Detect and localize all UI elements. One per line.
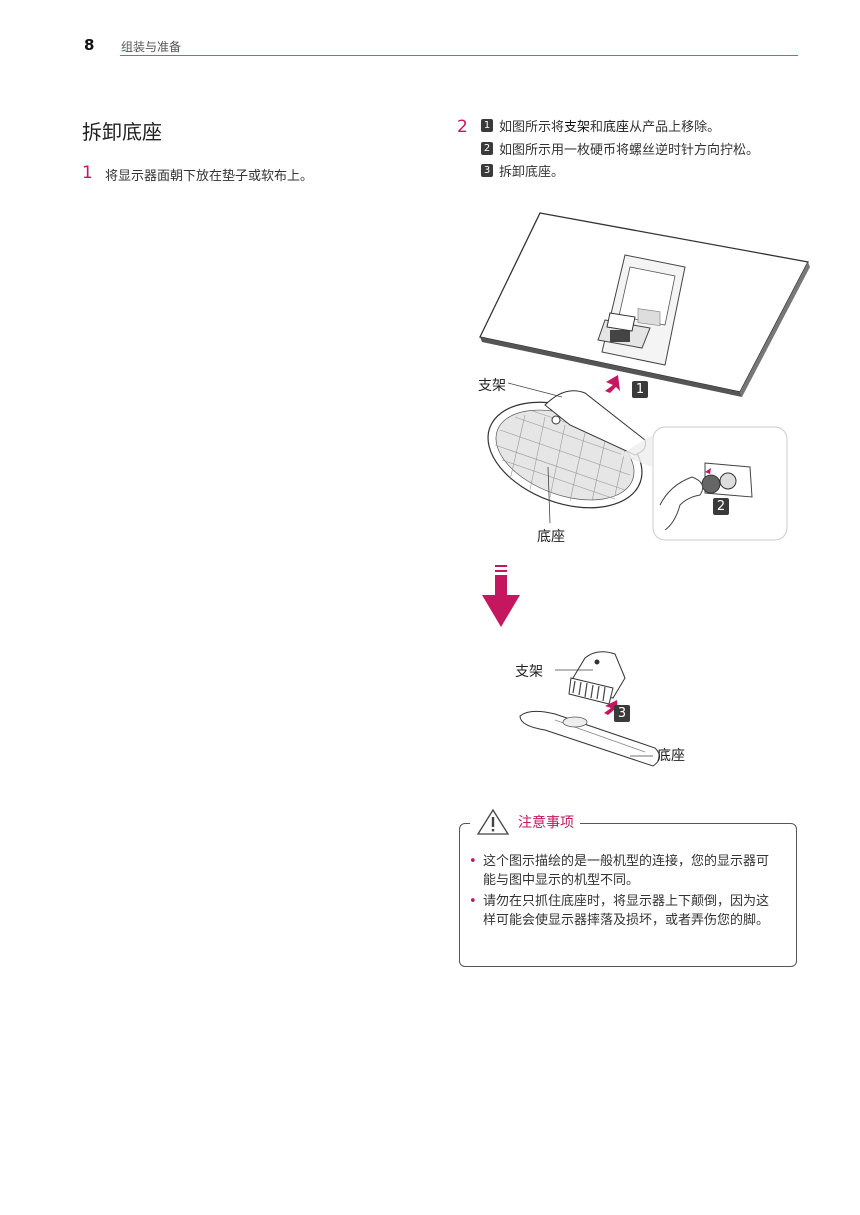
badge-2: 2 <box>481 142 493 155</box>
label-stand-bottom: 支架 <box>515 664 543 680</box>
label-base-bottom: 底座 <box>657 748 685 764</box>
badge-1: 1 <box>481 119 493 132</box>
step-2-number: 2 <box>457 117 468 137</box>
caution-title: 注意事项 <box>518 815 574 831</box>
step-1-text: 将显示器面朝下放在垫子或软布上。 <box>105 169 314 184</box>
monitor-stand-illustration <box>479 212 810 541</box>
badge-3-large: 3 <box>614 705 630 722</box>
badge-3: 3 <box>481 164 493 177</box>
caution-box <box>459 823 797 967</box>
step-2-item-3: 3 拆卸底座。 <box>481 161 564 180</box>
step-2-item-2: 2 如图所示用一枚硬币将螺丝逆时针方向拧松。 <box>481 139 759 158</box>
caution-header: 注意事项 <box>470 808 580 836</box>
caution-item: •这个图示描绘的是一般机型的连接，您的显示器可能与图中显示的机型不同。 <box>469 854 770 888</box>
caution-item: •请勿在只抓住底座时，将显示器上下颠倒，因为这样可能会使显示器摔落及损坏，或者弄… <box>469 894 770 928</box>
step-2-item-1: 1 如图所示将支架和底座从产品上移除。 <box>481 116 720 135</box>
section-title: 组装与准备 <box>121 40 182 54</box>
label-stand: 支架 <box>478 378 506 394</box>
label-base: 底座 <box>537 529 565 545</box>
stand-base-separated-illustration <box>519 651 660 767</box>
down-arrow-icon <box>482 565 520 627</box>
step-2-item-1-text: 如图所示将支架和底座从产品上移除。 <box>499 120 721 135</box>
warning-icon <box>476 808 510 835</box>
badge-2-large: 2 <box>713 498 729 515</box>
step-1-number: 1 <box>82 163 93 183</box>
badge-1-large: 1 <box>632 381 648 398</box>
step-2-item-2-text: 如图所示用一枚硬币将螺丝逆时针方向拧松。 <box>499 143 760 158</box>
header-rule <box>120 55 798 56</box>
page-title: 拆卸底座 <box>82 120 162 144</box>
step-2-item-3-text: 拆卸底座。 <box>499 165 565 180</box>
caution-list: •这个图示描绘的是一般机型的连接，您的显示器可能与图中显示的机型不同。 •请勿在… <box>469 852 779 932</box>
page-number: 8 <box>84 36 95 54</box>
